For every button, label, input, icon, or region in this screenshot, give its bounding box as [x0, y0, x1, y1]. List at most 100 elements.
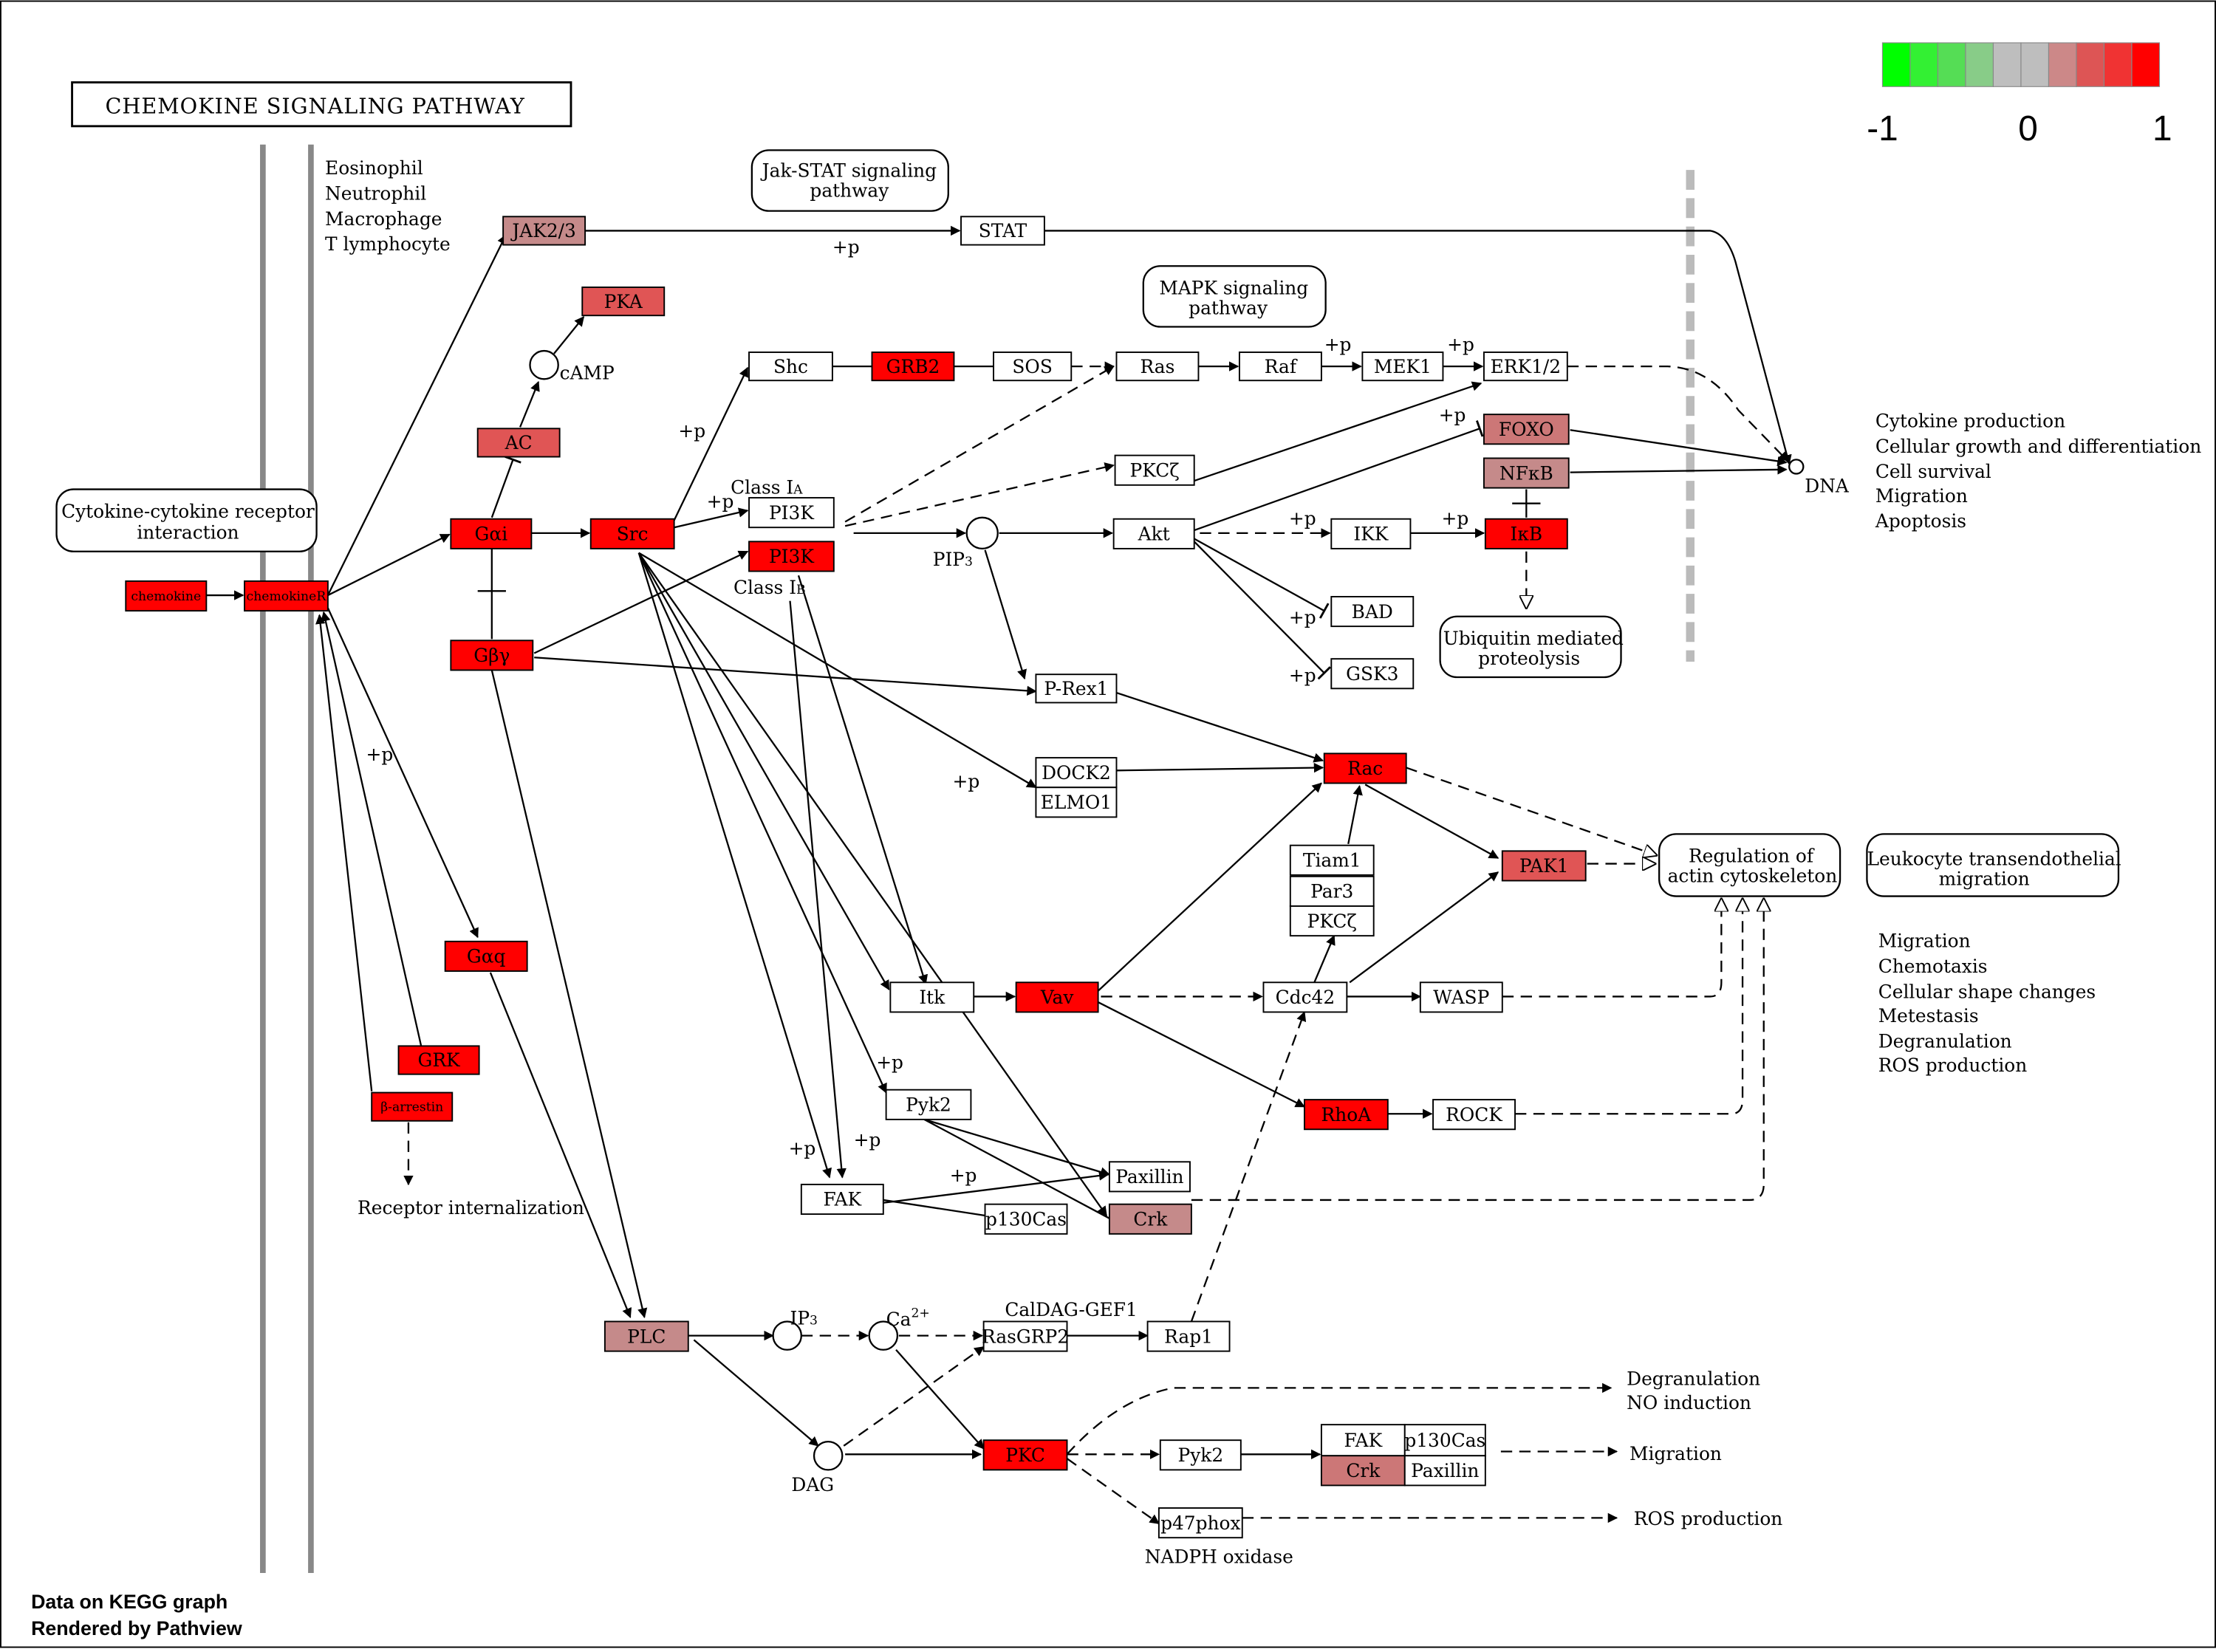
gene-box[interactable] — [1146, 1320, 1231, 1352]
gene-node-sos[interactable]: SOS — [993, 352, 1073, 382]
gene-box[interactable] — [1112, 518, 1195, 549]
gene-box[interactable] — [1015, 981, 1099, 1013]
gene-box[interactable] — [589, 518, 675, 549]
gene-box[interactable] — [476, 428, 561, 458]
gene-box[interactable] — [1501, 850, 1587, 882]
gene-box[interactable] — [1157, 1507, 1243, 1539]
gene-node-itk[interactable]: Itk — [889, 981, 975, 1013]
gene-box[interactable] — [371, 1091, 454, 1122]
gene-box[interactable] — [397, 1045, 480, 1075]
gene-box[interactable] — [1238, 352, 1322, 382]
gene-node-pka[interactable]: PKA — [581, 287, 666, 317]
gene-box[interactable] — [244, 580, 329, 612]
gene-box[interactable] — [748, 541, 835, 572]
gene-box[interactable] — [450, 518, 533, 549]
gene-node-pkc[interactable]: PKC — [982, 1439, 1068, 1471]
gene-node-grk[interactable]: GRK — [397, 1045, 480, 1075]
gene-box[interactable] — [1484, 518, 1568, 549]
gene-node-rhoa[interactable]: RhoA — [1303, 1099, 1389, 1131]
gene-node-pyk2-b[interactable]: Pyk2 — [1159, 1439, 1242, 1471]
gene-box[interactable] — [1330, 658, 1415, 690]
gene-node-gby[interactable]: Gβγ — [450, 640, 534, 671]
gene-box[interactable] — [1483, 414, 1570, 445]
link-actin[interactable] — [1658, 833, 1841, 897]
gene-node-dock2[interactable]: DOCK2 — [1035, 757, 1118, 789]
gene-box[interactable] — [450, 640, 534, 671]
gene-node-par3[interactable]: Par3 — [1289, 875, 1375, 907]
gene-node-pi3k-b[interactable]: PI3K — [748, 541, 835, 572]
gene-node-nfkb[interactable]: NFκB — [1483, 457, 1570, 489]
gene-node-ras[interactable]: Ras — [1115, 352, 1200, 382]
gene-node-ikb[interactable]: IκB — [1484, 518, 1568, 549]
gene-node-erk[interactable]: ERK1/2 — [1483, 352, 1568, 382]
gene-node-stat[interactable]: STAT — [960, 216, 1045, 246]
gene-node-ikk[interactable]: IKK — [1330, 518, 1412, 549]
link-cytokine[interactable] — [55, 488, 318, 552]
gene-box[interactable] — [885, 1089, 972, 1120]
gene-node-akt[interactable]: Akt — [1112, 518, 1195, 549]
gene-node-shc[interactable]: Shc — [748, 352, 833, 382]
gene-node-wasp[interactable]: WASP — [1419, 981, 1503, 1013]
gene-node-rasgrp2[interactable]: RasGRP2 — [982, 1320, 1069, 1352]
gene-node-rap1[interactable]: Rap1 — [1146, 1320, 1231, 1352]
gene-box[interactable] — [1419, 981, 1503, 1013]
gene-node-crk-b[interactable]: Crk — [1320, 1455, 1406, 1487]
gene-box[interactable] — [1289, 875, 1375, 907]
gene-node-mek[interactable]: MEK1 — [1361, 352, 1444, 382]
gene-node-fak-b[interactable]: FAK — [1320, 1424, 1406, 1457]
gene-node-fak-a[interactable]: FAK — [800, 1183, 884, 1216]
gene-node-bad[interactable]: BAD — [1330, 596, 1415, 628]
gene-node-rac[interactable]: Rac — [1323, 753, 1407, 784]
gene-box[interactable] — [1361, 352, 1444, 382]
gene-node-paxillin-b[interactable]: Paxillin — [1403, 1455, 1486, 1487]
gene-node-prex1[interactable]: P-Rex1 — [1035, 674, 1118, 704]
gene-box[interactable] — [982, 1320, 1068, 1352]
gene-box[interactable] — [1159, 1439, 1242, 1471]
gene-box[interactable] — [1403, 1455, 1486, 1487]
gene-node-jak[interactable]: JAK2/3 — [502, 216, 587, 246]
gene-box[interactable] — [871, 352, 955, 382]
gene-box[interactable] — [1289, 844, 1375, 876]
gene-box[interactable] — [1035, 757, 1118, 789]
gene-box[interactable] — [581, 287, 666, 317]
gene-box[interactable] — [603, 1320, 689, 1352]
gene-box[interactable] — [889, 981, 975, 1013]
gene-node-tiam1[interactable]: Tiam1 — [1289, 844, 1375, 876]
gene-box[interactable] — [1114, 454, 1195, 486]
gene-box[interactable] — [960, 216, 1045, 246]
gene-node-crk-a[interactable]: Crk — [1108, 1203, 1192, 1235]
gene-box[interactable] — [1303, 1099, 1389, 1131]
gene-box[interactable] — [444, 940, 528, 972]
gene-node-elmo1[interactable]: ELMO1 — [1035, 786, 1118, 818]
gene-node-cdc42[interactable]: Cdc42 — [1262, 981, 1348, 1013]
gene-box[interactable] — [1432, 1099, 1516, 1131]
gene-node-chemokine-r[interactable]: chemokineR — [244, 580, 329, 612]
gene-node-raf[interactable]: Raf — [1238, 352, 1322, 382]
gene-box[interactable] — [984, 1203, 1068, 1235]
gene-node-pak1[interactable]: PAK1 — [1501, 850, 1587, 882]
gene-box[interactable] — [1403, 1424, 1486, 1457]
gene-box[interactable] — [982, 1439, 1068, 1471]
gene-box[interactable] — [1323, 753, 1407, 784]
gene-box[interactable] — [1483, 352, 1568, 382]
gene-node-ac[interactable]: AC — [476, 428, 561, 458]
link-jak-stat[interactable] — [750, 149, 949, 212]
gene-node-barr[interactable]: β-arrestin — [371, 1091, 454, 1122]
gene-box[interactable] — [748, 497, 835, 529]
gene-box[interactable] — [1115, 352, 1200, 382]
gene-node-pi3k-a[interactable]: PI3K — [748, 497, 835, 529]
gene-node-p47phox[interactable]: p47phox — [1157, 1507, 1243, 1539]
link-leukocyte[interactable] — [1866, 833, 2120, 897]
gene-node-pyk2-a[interactable]: Pyk2 — [885, 1089, 972, 1120]
gene-box[interactable] — [125, 580, 208, 612]
gene-box[interactable] — [502, 216, 587, 246]
gene-box[interactable] — [748, 352, 833, 382]
gene-node-src[interactable]: Src — [589, 518, 675, 549]
gene-node-p130-b[interactable]: p130Cas — [1403, 1424, 1486, 1457]
gene-box[interactable] — [1108, 1161, 1191, 1193]
gene-node-foxo[interactable]: FOXO — [1483, 414, 1570, 445]
gene-box[interactable] — [993, 352, 1073, 382]
gene-box[interactable] — [1289, 905, 1375, 937]
gene-box[interactable] — [1330, 596, 1415, 628]
gene-node-vav[interactable]: Vav — [1015, 981, 1099, 1013]
